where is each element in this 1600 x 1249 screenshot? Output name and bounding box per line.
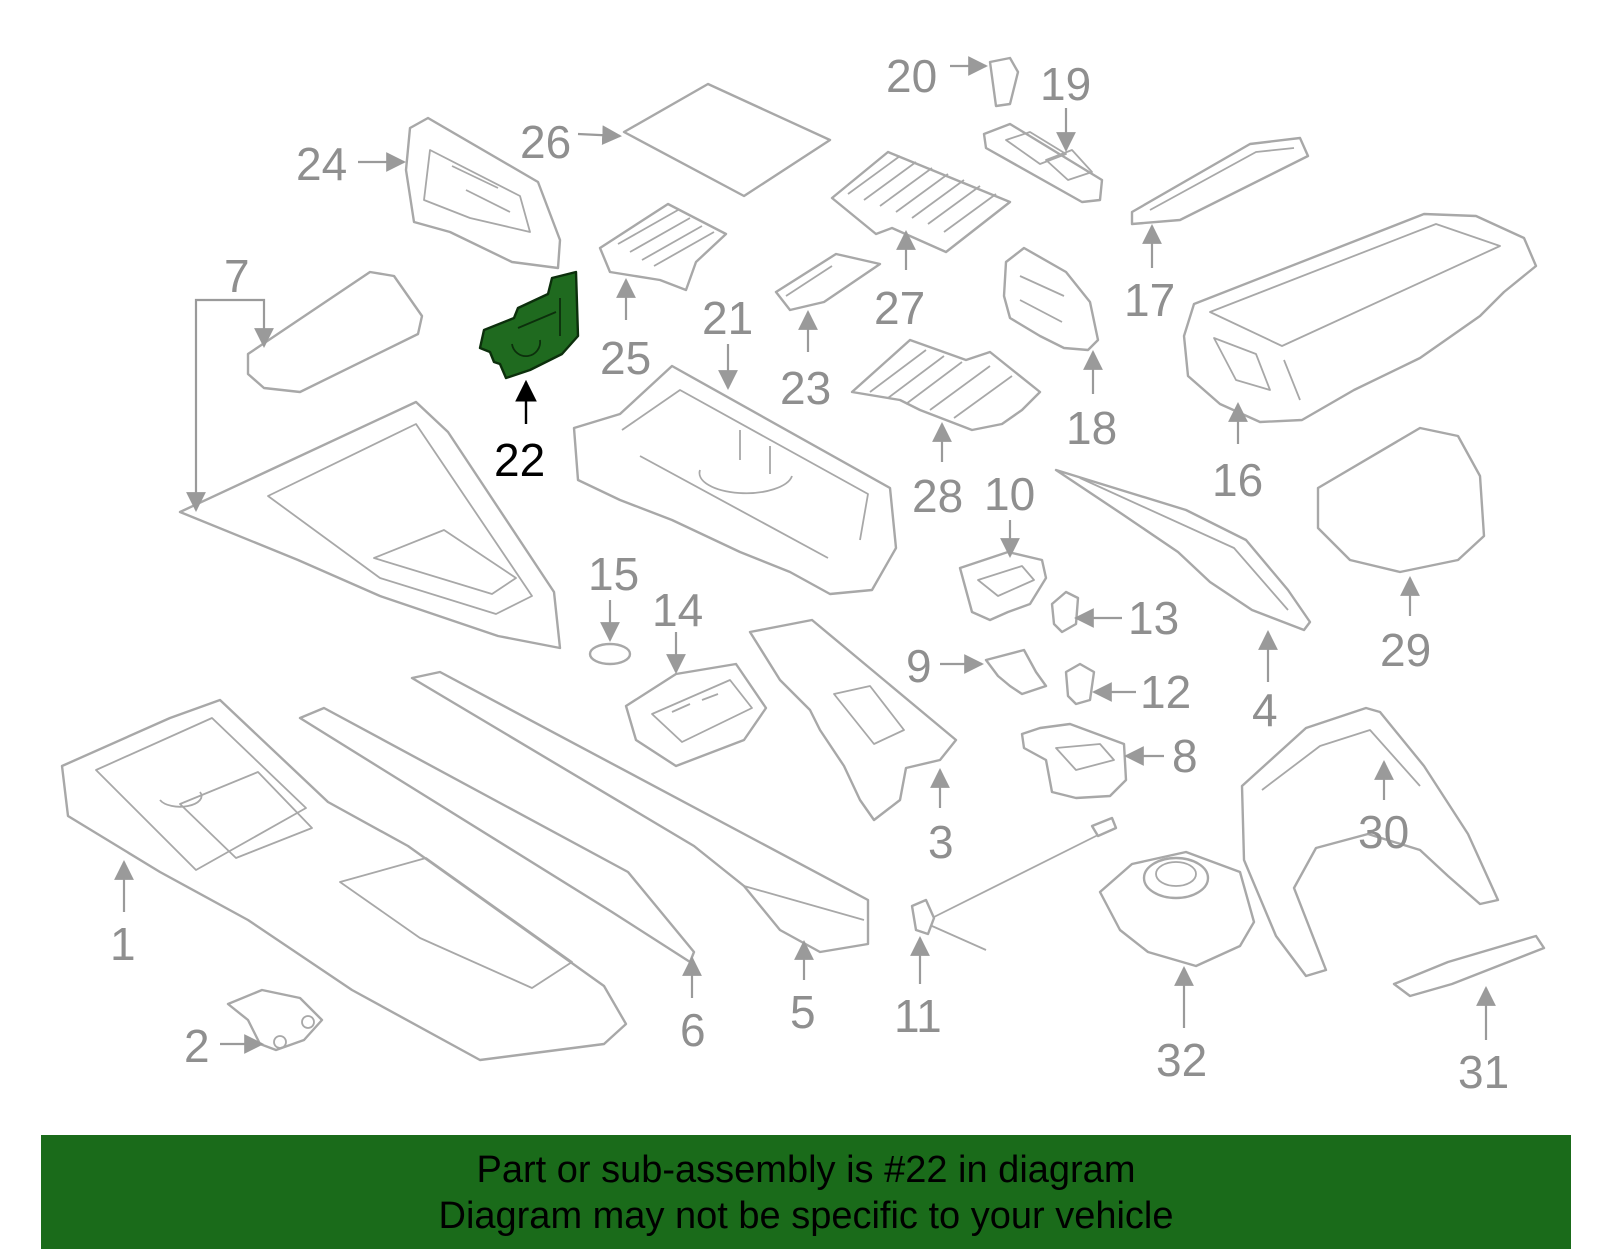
part-9-clip[interactable] <box>984 648 1048 696</box>
part-15-ring[interactable] <box>588 642 632 666</box>
callout-29: 29 <box>1380 624 1431 676</box>
callout-3: 3 <box>928 816 954 868</box>
part-27-mat[interactable] <box>830 150 1012 254</box>
part-11-cable[interactable] <box>910 816 1118 951</box>
callout-11: 11 <box>894 990 942 1042</box>
callout-10: 10 <box>984 468 1035 520</box>
part-28-mat[interactable] <box>850 338 1042 432</box>
callout-25: 25 <box>600 332 651 384</box>
callout-23: 23 <box>780 362 831 414</box>
part-31-strip[interactable] <box>1392 934 1546 998</box>
callout-24: 24 <box>296 138 347 190</box>
part-1-console[interactable] <box>60 698 628 1062</box>
part-24-tray[interactable] <box>404 116 562 270</box>
part-17-strip[interactable] <box>1130 136 1310 226</box>
callout-31: 31 <box>1458 1046 1509 1098</box>
part-18-module[interactable] <box>1002 246 1100 352</box>
part-4-trim[interactable] <box>1054 468 1312 632</box>
part-6-strip[interactable] <box>298 706 696 964</box>
part-25-mat[interactable] <box>598 202 728 292</box>
part-7-trim[interactable] <box>178 270 562 650</box>
callout-30: 30 <box>1358 806 1409 858</box>
callout-28: 28 <box>912 470 963 522</box>
part-16-armrest[interactable] <box>1182 212 1538 424</box>
callout-22-highlighted: 22 <box>494 434 545 486</box>
callout-labels: 24 26 20 19 17 18 27 25 23 21 28 16 10 7… <box>110 50 1509 1098</box>
part-3-trim[interactable] <box>748 618 958 822</box>
info-banner: Part or sub-assembly is #22 in diagram D… <box>41 1135 1571 1249</box>
part-30-trim[interactable] <box>1240 706 1500 978</box>
callout-20: 20 <box>886 50 937 102</box>
part-10-cupholder[interactable] <box>958 550 1048 622</box>
part-8-bin[interactable] <box>1020 722 1128 800</box>
part-13-plug[interactable] <box>1050 590 1080 634</box>
banner-line-1: Part or sub-assembly is #22 in diagram <box>476 1149 1136 1191</box>
callout-1: 1 <box>110 918 136 970</box>
callout-12: 12 <box>1140 666 1191 718</box>
callout-18: 18 <box>1066 402 1117 454</box>
part-29-pad[interactable] <box>1316 426 1486 574</box>
part-14-holder[interactable] <box>624 662 768 768</box>
part-12-plug[interactable] <box>1064 662 1096 706</box>
callout-9: 9 <box>906 640 932 692</box>
callout-7: 7 <box>224 250 250 302</box>
callout-32: 32 <box>1156 1034 1207 1086</box>
part-23-panel[interactable] <box>774 252 882 312</box>
part-26-mat[interactable] <box>622 82 832 198</box>
banner-line-2: Diagram may not be specific to your vehi… <box>438 1195 1174 1237</box>
callout-15: 15 <box>588 548 639 600</box>
callout-5: 5 <box>790 986 816 1038</box>
callout-26: 26 <box>520 116 571 168</box>
part-32-controller[interactable] <box>1098 850 1256 968</box>
part-22-bracket-highlighted[interactable] <box>478 270 580 380</box>
part-19-switch[interactable] <box>982 122 1104 204</box>
callout-17: 17 <box>1124 274 1175 326</box>
part-5-trim[interactable] <box>410 670 870 954</box>
leader-lines <box>114 56 1496 1054</box>
part-21-carrier[interactable] <box>572 364 898 596</box>
part-2-bracket[interactable] <box>226 988 324 1052</box>
callout-19: 19 <box>1040 58 1091 110</box>
callout-2: 2 <box>184 1020 210 1072</box>
callout-4: 4 <box>1252 684 1278 736</box>
callout-6: 6 <box>680 1004 706 1056</box>
callout-16: 16 <box>1212 454 1263 506</box>
part-20-plug[interactable] <box>988 56 1020 108</box>
callout-21: 21 <box>702 292 753 344</box>
callout-8: 8 <box>1172 730 1198 782</box>
callout-13: 13 <box>1128 592 1179 644</box>
callout-14: 14 <box>652 584 703 636</box>
callout-27: 27 <box>874 282 925 334</box>
